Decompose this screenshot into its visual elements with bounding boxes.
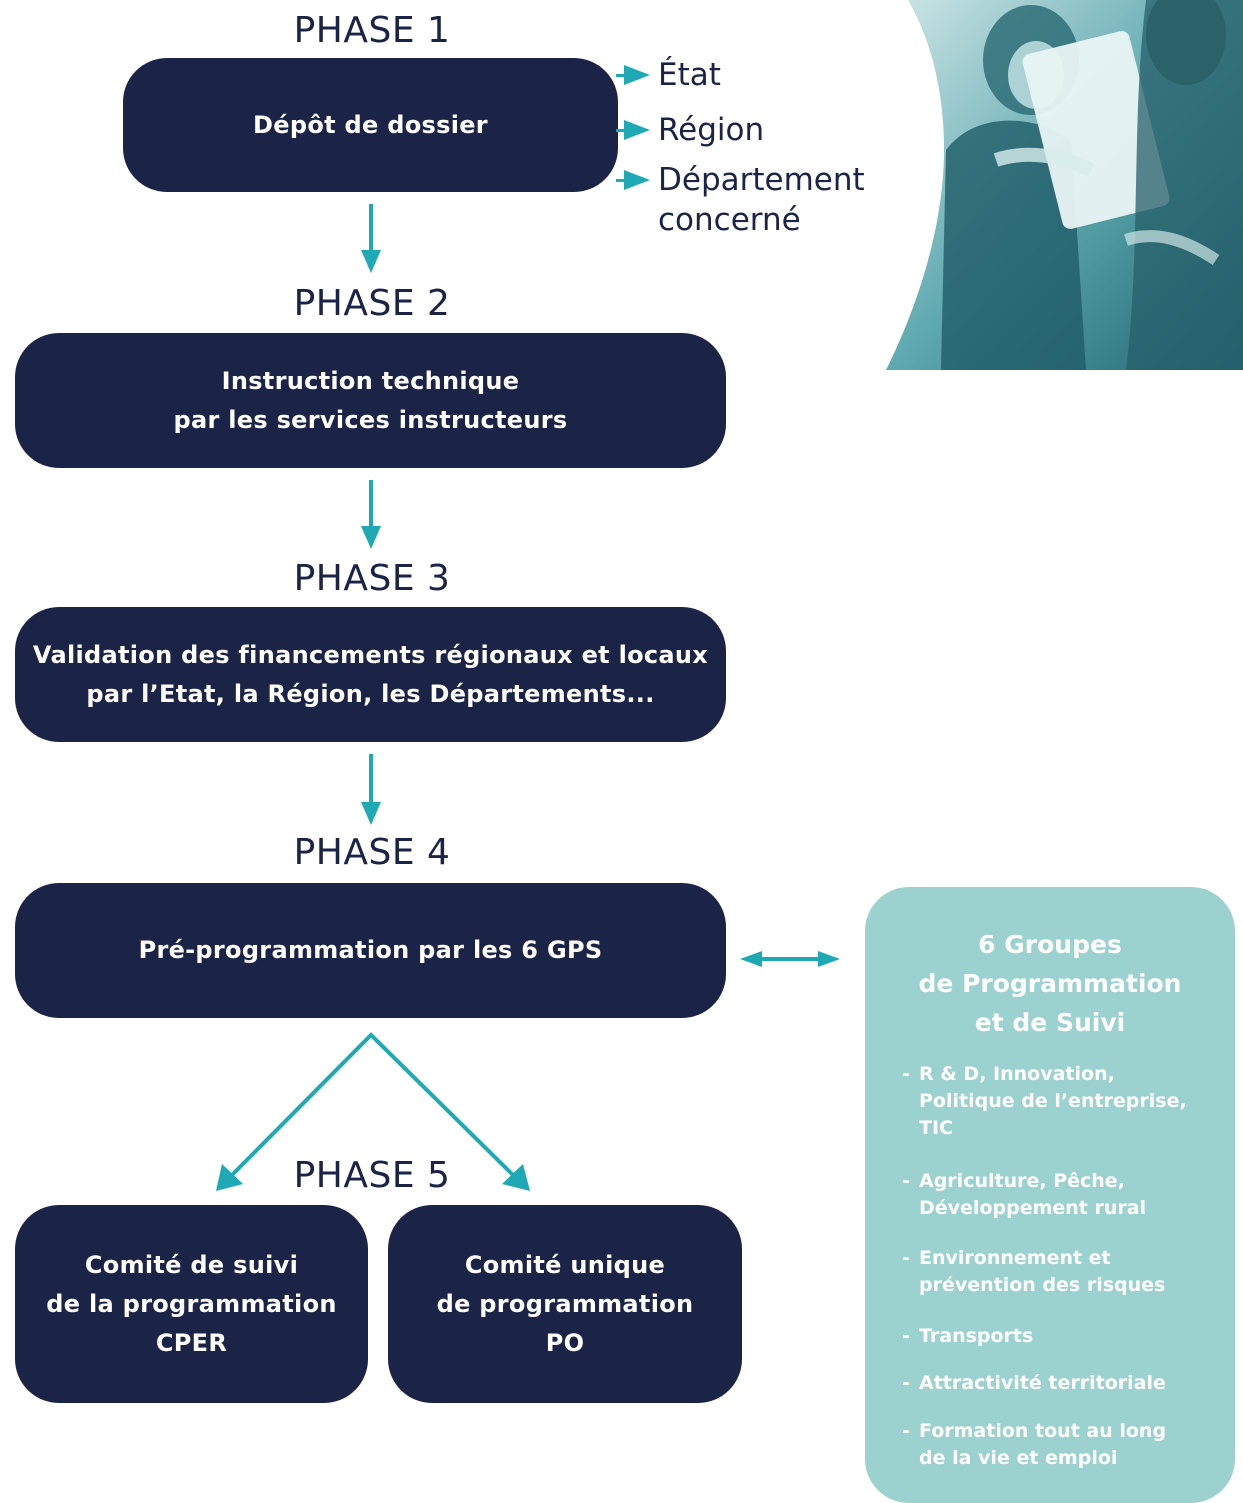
gps-title-line-1: 6 Groupes [978, 930, 1122, 959]
gps-title-line-2: de Programmation [918, 969, 1182, 998]
gps-item-rd-line-3: TIC [919, 1117, 953, 1139]
phase-1-box: Dépôt de dossier [123, 58, 618, 192]
gps-panel: 6 Groupes de Programmation et de Suivi -… [865, 887, 1235, 1503]
destination-etat: État [616, 55, 721, 95]
arrow-right-icon [818, 951, 840, 967]
gps-item-agriculture-line-1: Agriculture, Pêche, [919, 1170, 1125, 1192]
phase-4-title: PHASE 4 [293, 832, 451, 873]
po-text-line-1: Comité unique [464, 1250, 666, 1279]
po-text-line-3: PO [545, 1328, 585, 1357]
arrow-down-right-icon [502, 1164, 530, 1191]
phase-3-text-line-1: Validation des financements régionaux et… [32, 640, 709, 669]
bullet-dash: - [902, 1325, 910, 1347]
destination-region-label: Région [658, 112, 765, 148]
gps-title-line-3: et de Suivi [974, 1008, 1126, 1037]
cper-text-line-1: Comité de suivi [84, 1250, 299, 1279]
bullet-dash: - [902, 1247, 910, 1269]
gps-item-agriculture-line-2: Développement rural [919, 1197, 1147, 1219]
gps-panel-title: 6 Groupes de Programmation et de Suivi [865, 925, 1235, 1042]
phase-1-text: Dépôt de dossier [253, 110, 488, 139]
gps-item-environnement-line-1: Environnement et [919, 1247, 1111, 1269]
cper-text-line-2: de la programmation [46, 1289, 337, 1318]
po-text-line-2: de programmation [436, 1289, 694, 1318]
destination-departement: Département concerné [616, 160, 865, 240]
phase-5-box-po: Comité unique de programmation PO [388, 1205, 742, 1403]
arrow-phase4-to-phase5 [230, 1032, 515, 1177]
people-photo [886, 0, 1243, 370]
phase-3-box: Validation des financements régionaux et… [15, 607, 726, 742]
phase-2-box: Instruction technique par les services i… [15, 333, 726, 468]
bullet-dash: - [902, 1170, 910, 1192]
destination-departement-label-line-2: concerné [658, 202, 801, 238]
gps-item-rd-line-2: Politique de l’entreprise, [919, 1090, 1187, 1112]
arrow-down-icon [361, 526, 381, 549]
gps-item-transports-line-1: Transports [919, 1325, 1034, 1347]
bullet-dash: - [902, 1420, 910, 1442]
arrow-right-icon [616, 120, 650, 140]
gps-item-environnement: - Environnement et prévention des risque… [902, 1245, 1222, 1299]
phase-4-text: Pré-programmation par les 6 GPS [138, 936, 603, 964]
arrow-right-icon [616, 170, 650, 190]
cper-text-line-3: CPER [155, 1328, 228, 1357]
phase-3-title: PHASE 3 [293, 558, 451, 599]
gps-item-rd-line-1: R & D, Innovation, [919, 1063, 1115, 1085]
bullet-dash: - [902, 1372, 910, 1394]
gps-item-rd: - R & D, Innovation, Politique de l’entr… [902, 1061, 1222, 1142]
gps-item-transports: - Transports [902, 1323, 1222, 1350]
destination-region: Région [616, 110, 765, 150]
gps-item-attractivite-line-1: Attractivité territoriale [919, 1372, 1166, 1394]
arrow-left-icon [740, 951, 762, 967]
phase-5-title: PHASE 5 [293, 1155, 451, 1196]
arrow-down-icon [361, 250, 381, 273]
gps-item-formation-line-1: Formation tout au long [919, 1420, 1167, 1442]
phase-2-title: PHASE 2 [293, 283, 451, 324]
phase-2-text-line-1: Instruction technique [221, 366, 520, 395]
arrow-down-icon [361, 802, 381, 825]
gps-item-formation-line-2: de la vie et emploi [919, 1447, 1118, 1469]
gps-item-agriculture: - Agriculture, Pêche, Développement rura… [902, 1168, 1222, 1222]
destination-departement-label-line-1: Département [658, 162, 865, 198]
gps-item-attractivite: - Attractivité territoriale [902, 1370, 1222, 1397]
phase-1-title: PHASE 1 [293, 10, 451, 51]
phase-2-text-line-2: par les services instructeurs [173, 405, 568, 434]
phase-3-text-line-2: par l’Etat, la Région, les Départements.… [86, 679, 655, 708]
bullet-dash: - [902, 1063, 910, 1085]
gps-item-environnement-line-2: prévention des risques [919, 1274, 1166, 1296]
arrow-down-left-icon [216, 1164, 243, 1191]
phase-5-box-cper: Comité de suivi de la programmation CPER [15, 1205, 368, 1403]
phase-4-box: Pré-programmation par les 6 GPS [15, 883, 726, 1018]
gps-item-formation: - Formation tout au long de la vie et em… [902, 1418, 1222, 1472]
destination-etat-label: État [658, 57, 721, 93]
arrow-right-icon [616, 65, 650, 85]
